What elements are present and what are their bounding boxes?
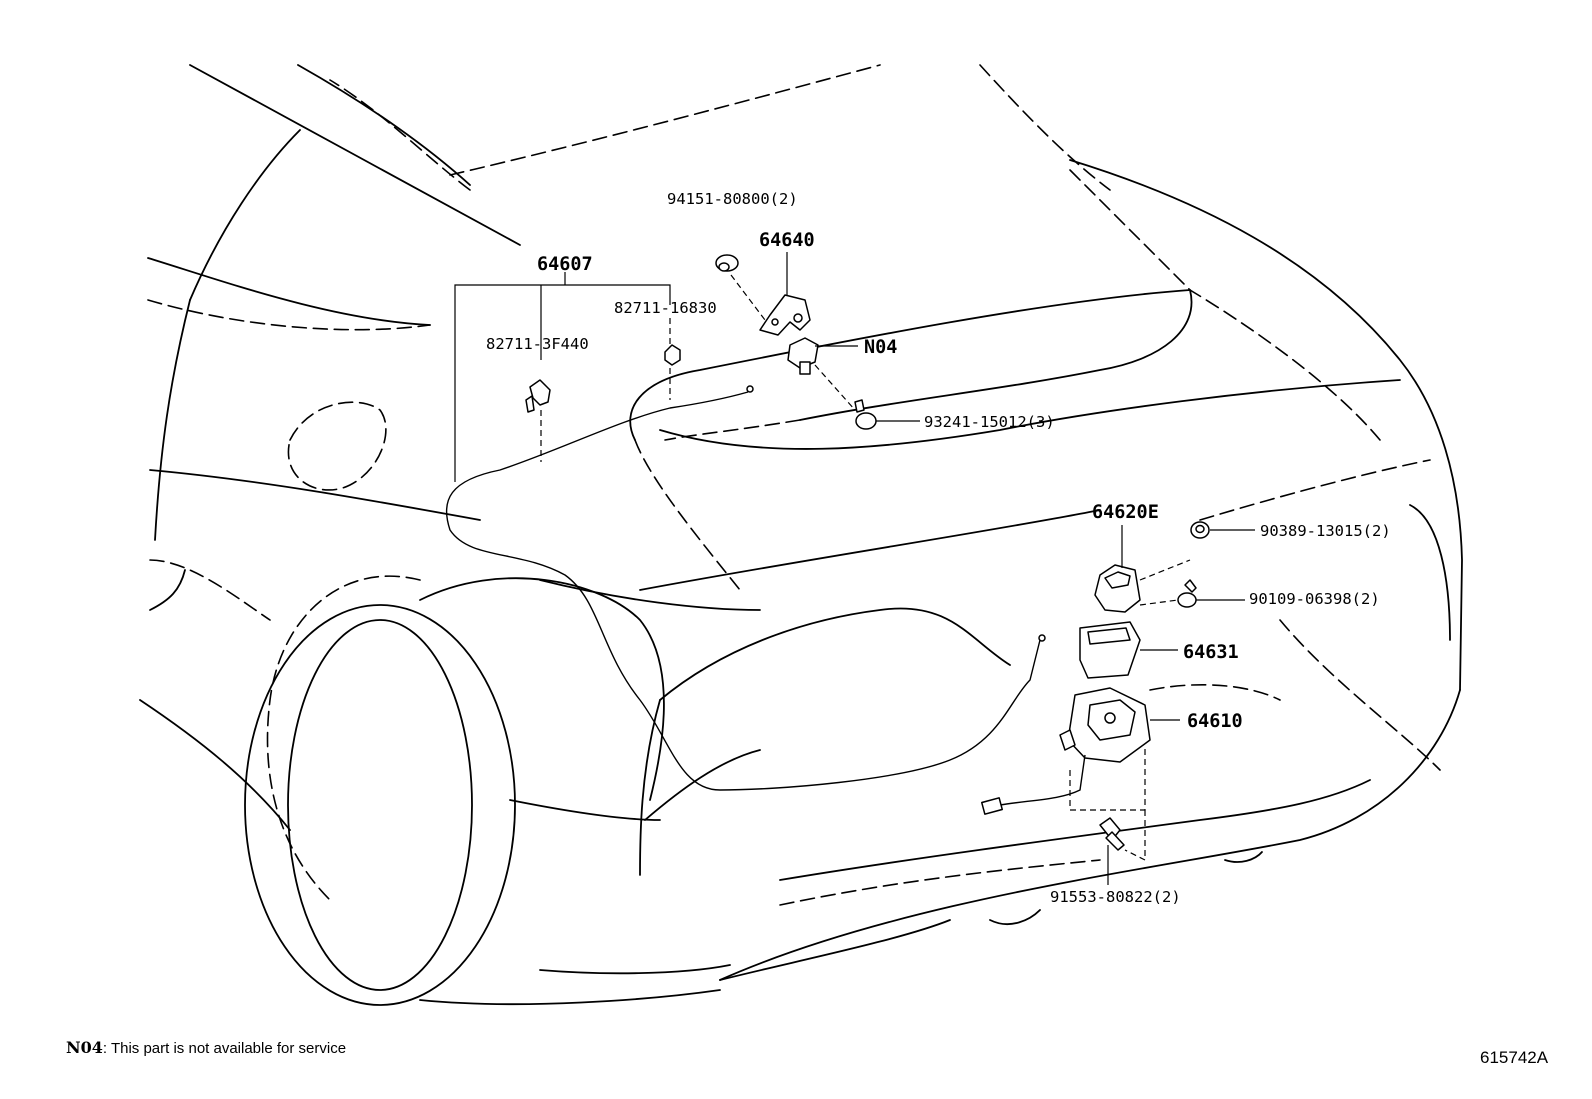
label-82711-16830: 82711-16830 — [614, 299, 717, 317]
label-90389-13015: 90389-13015(2) — [1260, 522, 1391, 540]
label-64640: 64640 — [759, 230, 815, 251]
label-90109-06398: 90109-06398(2) — [1249, 590, 1380, 608]
switch-n04 — [787, 337, 858, 411]
cover-64631 — [1079, 621, 1178, 679]
release-cable — [445, 385, 1046, 791]
nut-94151-80800 — [715, 254, 766, 321]
label-64610: 64610 — [1187, 711, 1243, 732]
illustration-id: 615742A — [1480, 1048, 1549, 1067]
label-64607: 64607 — [537, 254, 593, 275]
cover-64620E — [1094, 525, 1191, 613]
service-footnote: N04: This part is not available for serv… — [66, 1038, 346, 1057]
bolt-93241-15012 — [854, 399, 920, 430]
clip-82711-3F440 — [525, 379, 551, 462]
bolt-91553-80822 — [1099, 817, 1125, 885]
cable-end-upper — [746, 385, 754, 393]
label-91553-80822: 91553-80822(2) — [1050, 888, 1181, 906]
label-93241-15012: 93241-15012(3) — [924, 413, 1055, 431]
label-94151-80800: 94151-80800(2) — [667, 190, 798, 208]
bracket-64640 — [759, 252, 811, 336]
bolt-90109-06398 — [1177, 579, 1245, 608]
label-n04: N04 — [864, 337, 897, 358]
callout-bracket-64607 — [454, 272, 671, 482]
footnote-text: : This part is not available for service — [102, 1040, 347, 1057]
label-82711-3F440: 82711-3F440 — [486, 335, 589, 353]
callout-labels: 64607 82711-3F440 82711-16830 94151-8080… — [486, 190, 1391, 906]
lock-assembly-64610 — [981, 687, 1180, 861]
nut-90389-13015 — [1190, 521, 1255, 539]
vehicle-body-outline — [139, 64, 1463, 1006]
label-64620E: 64620E — [1092, 502, 1159, 523]
cable-end-lower — [1038, 634, 1046, 642]
clip-82711-16830 — [664, 318, 681, 400]
footnote-code: N04 — [66, 1038, 103, 1057]
label-64631: 64631 — [1183, 642, 1239, 663]
